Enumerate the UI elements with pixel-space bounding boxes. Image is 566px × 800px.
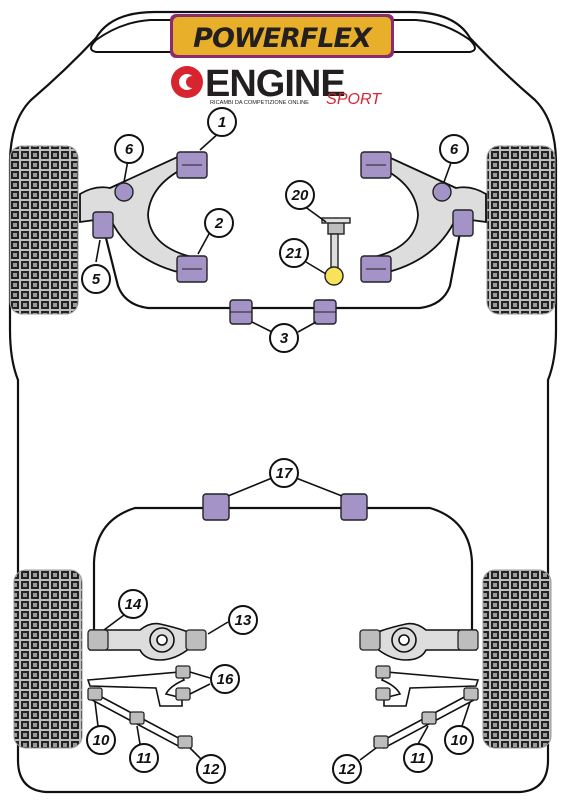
bush-21 bbox=[324, 266, 344, 286]
svg-text:12: 12 bbox=[339, 761, 356, 778]
rear-bar-bushes bbox=[202, 493, 368, 521]
ball-joint-6-left bbox=[114, 182, 134, 202]
tyre-front-left bbox=[9, 145, 79, 315]
front-anti-roll-bar bbox=[102, 221, 464, 310]
label-12-right: 12 bbox=[332, 754, 362, 784]
tyre-rear-left bbox=[13, 569, 83, 749]
label-12-left: 12 bbox=[196, 754, 226, 784]
svg-text:10: 10 bbox=[451, 732, 468, 749]
rear-right-bushes bbox=[359, 629, 479, 749]
label-5: 5 bbox=[81, 264, 111, 294]
front-bush-centres bbox=[182, 164, 386, 313]
label-6-right: 6 bbox=[439, 134, 469, 164]
bush-17-right bbox=[340, 493, 368, 521]
svg-text:20: 20 bbox=[291, 187, 309, 204]
front-right-wishbone bbox=[365, 152, 487, 276]
bush-13-right bbox=[359, 629, 381, 651]
leader-lines bbox=[94, 131, 471, 761]
label-14: 14 bbox=[118, 589, 148, 619]
rear-left-bushes bbox=[87, 629, 207, 749]
front-inner-outline bbox=[90, 19, 476, 53]
label-3: 3 bbox=[269, 323, 299, 353]
label-16: 16 bbox=[210, 664, 240, 694]
svg-text:1: 1 bbox=[218, 114, 226, 131]
part-number-badges: 1 2 6 6 5 3 20 21 17 14 13 16 10 11 12 1… bbox=[81, 107, 474, 784]
label-20: 20 bbox=[285, 180, 315, 210]
powerflex-wordmark: POWERFLEX bbox=[193, 23, 373, 54]
label-10-right: 10 bbox=[444, 725, 474, 755]
powerflex-logo: POWERFLEX bbox=[170, 14, 394, 58]
svg-text:6: 6 bbox=[125, 141, 134, 158]
bush-17-left bbox=[202, 493, 230, 521]
svg-text:10: 10 bbox=[93, 732, 110, 749]
svg-text:5: 5 bbox=[92, 271, 101, 288]
svg-text:3: 3 bbox=[280, 330, 289, 347]
rear-anti-roll-bar bbox=[92, 506, 474, 630]
label-2: 2 bbox=[204, 208, 234, 238]
label-1: 1 bbox=[207, 107, 237, 137]
svg-text:14: 14 bbox=[125, 596, 142, 613]
bush-14-left bbox=[87, 629, 109, 651]
svg-text:11: 11 bbox=[410, 750, 426, 767]
brand-tagline: RICAMBI DA COMPETIZIONE ONLINE bbox=[210, 100, 309, 106]
drop-link bbox=[321, 217, 351, 286]
engine-wordmark: ENGINE bbox=[205, 63, 345, 105]
label-17: 17 bbox=[269, 458, 299, 488]
ball-joint-6-right bbox=[432, 182, 452, 202]
label-6-left: 6 bbox=[114, 134, 144, 164]
bush-14-right bbox=[457, 629, 479, 651]
label-21: 21 bbox=[279, 238, 309, 268]
svg-text:6: 6 bbox=[450, 141, 459, 158]
label-11-left: 11 bbox=[129, 743, 159, 773]
svg-text:13: 13 bbox=[235, 612, 252, 629]
label-11-right: 11 bbox=[403, 743, 433, 773]
bush-5-left bbox=[92, 211, 114, 239]
tyre-front-right bbox=[486, 145, 556, 315]
label-10-left: 10 bbox=[86, 725, 116, 755]
svg-text:17: 17 bbox=[276, 465, 293, 482]
front-left-wishbone bbox=[79, 152, 201, 276]
label-13: 13 bbox=[228, 605, 258, 635]
car-body-outline bbox=[8, 10, 558, 794]
engine-sport-logo: ENGINE RICAMBI DA COMPETIZIONE ONLINE SP… bbox=[171, 63, 382, 108]
svg-text:21: 21 bbox=[285, 245, 303, 262]
bush-5-right bbox=[452, 209, 474, 237]
svg-text:12: 12 bbox=[203, 761, 220, 778]
svg-text:16: 16 bbox=[217, 671, 234, 688]
sport-wordmark: SPORT bbox=[326, 91, 382, 108]
tyre-rear-right bbox=[482, 569, 552, 749]
bush-13-left bbox=[185, 629, 207, 651]
svg-text:2: 2 bbox=[214, 215, 224, 232]
svg-text:11: 11 bbox=[136, 750, 152, 767]
